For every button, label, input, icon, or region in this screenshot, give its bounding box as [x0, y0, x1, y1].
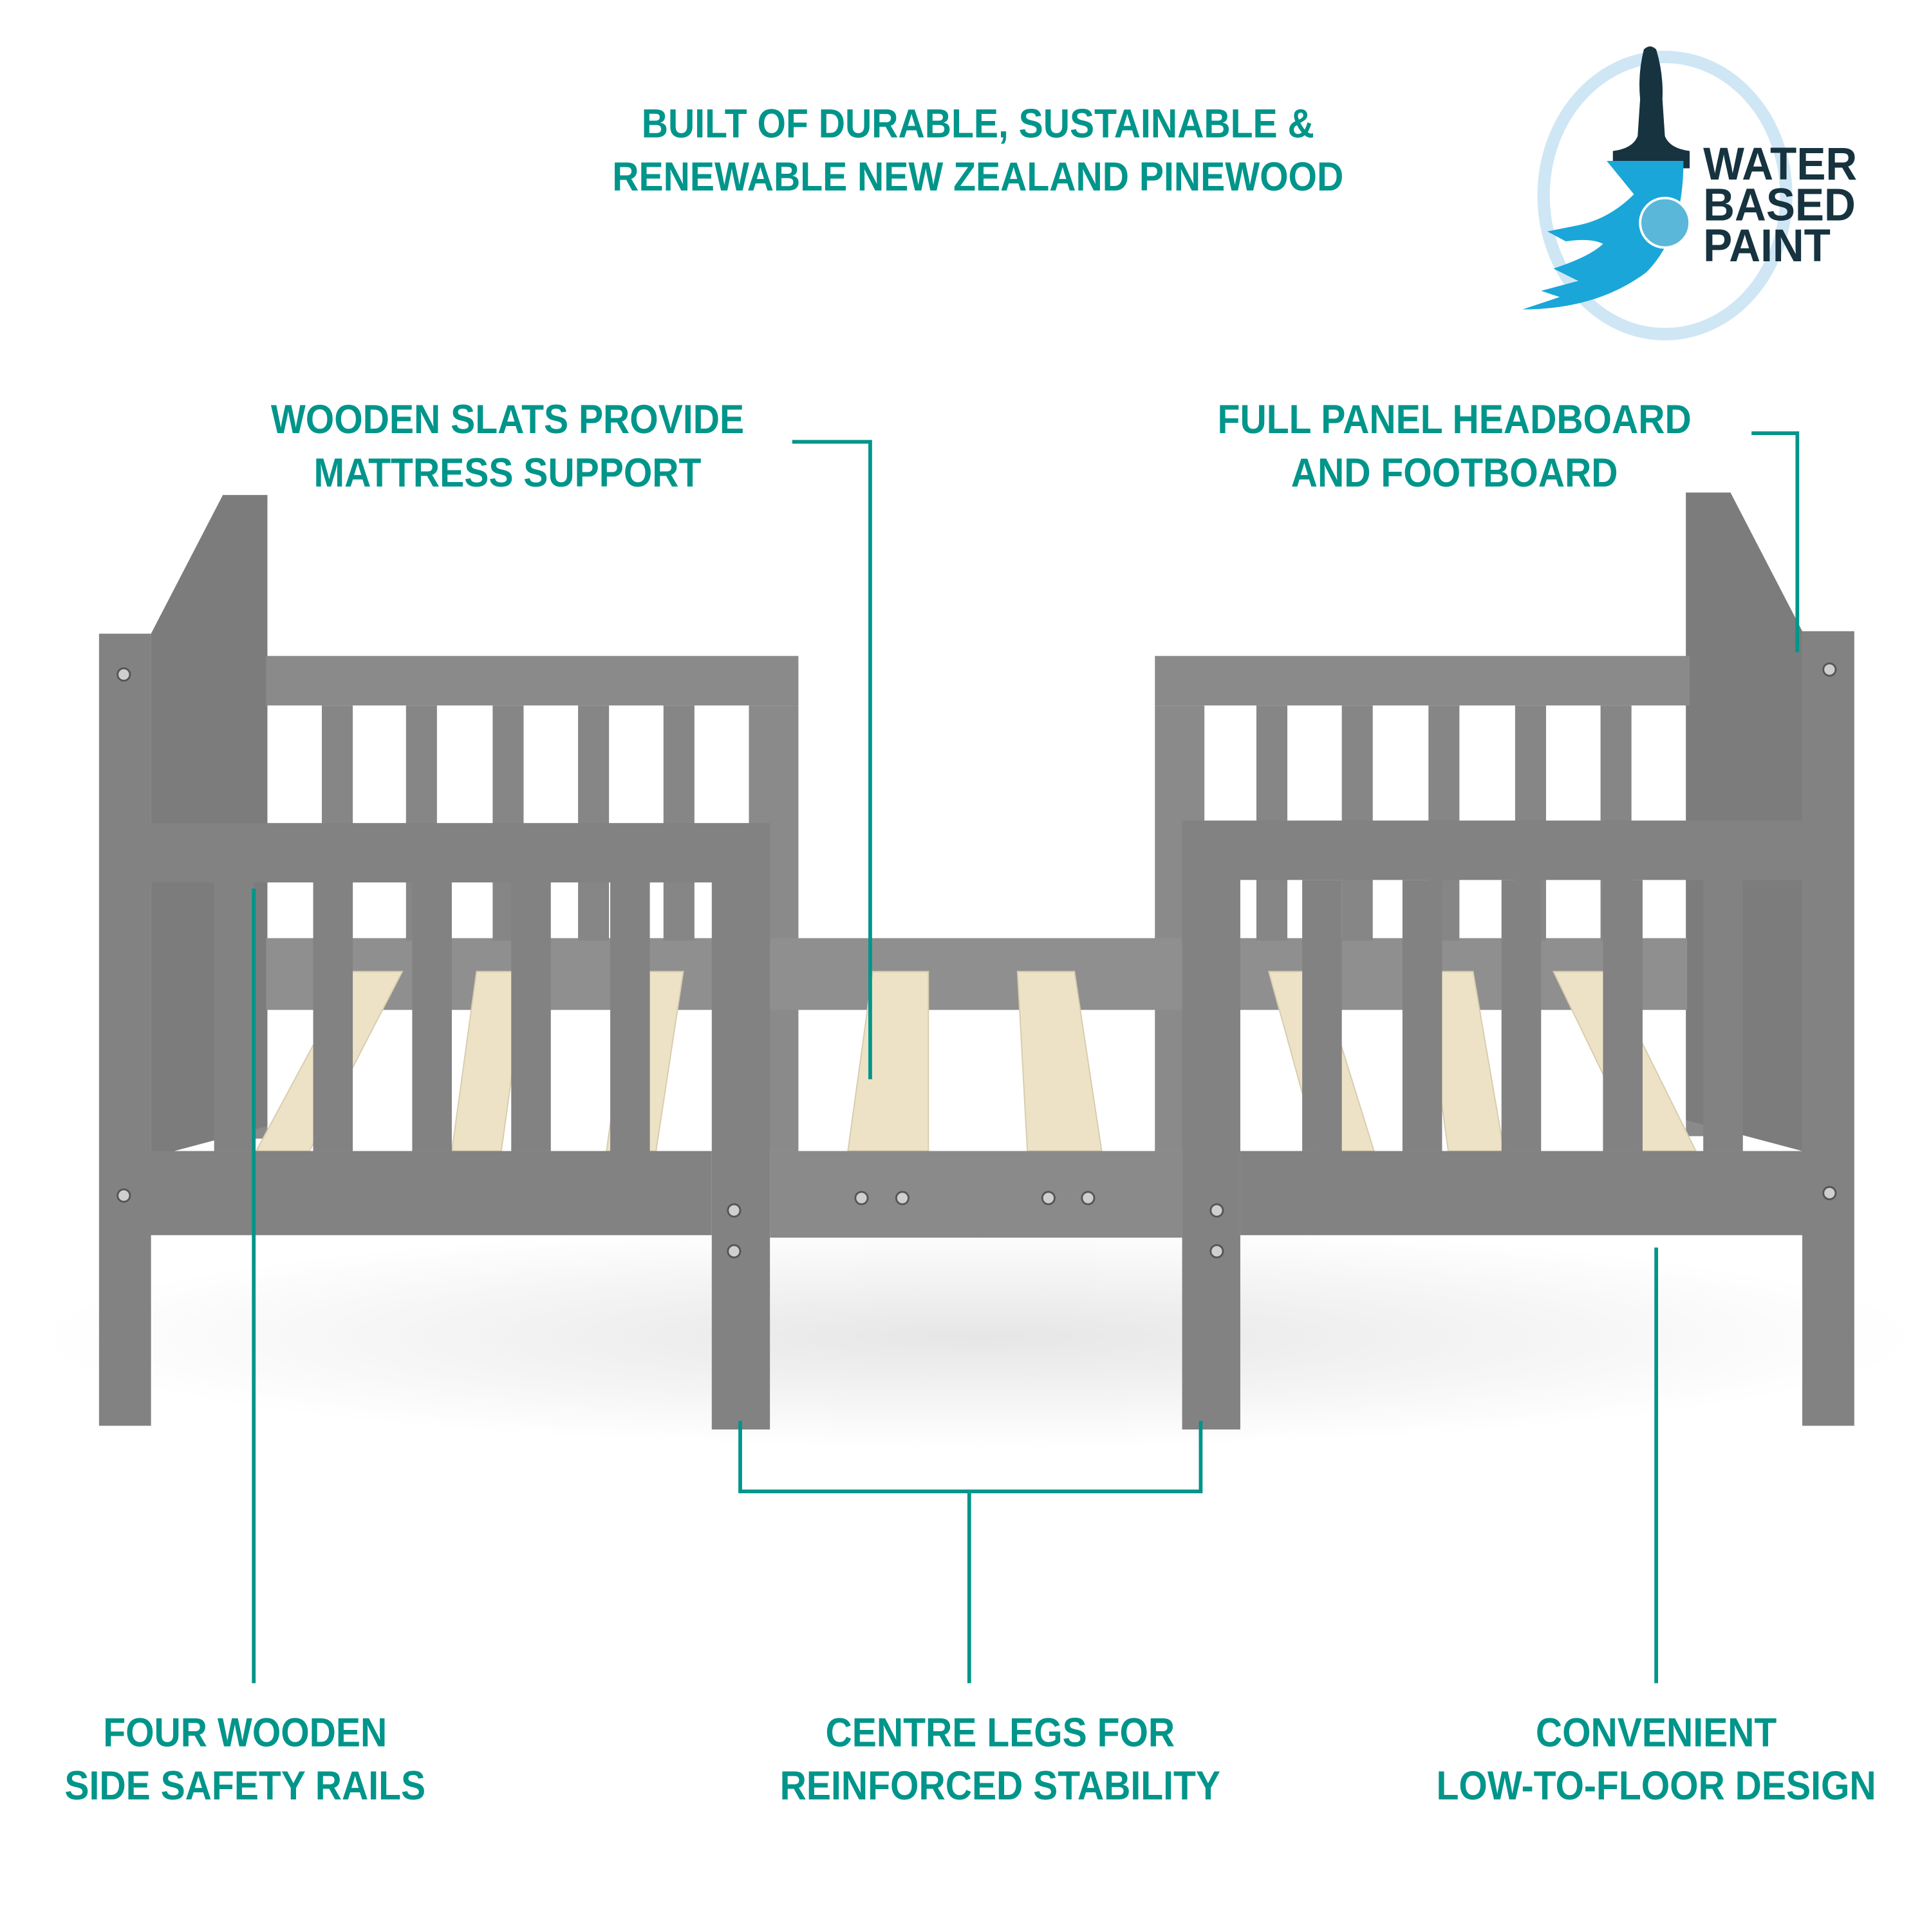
headline-line: RENEWABLE NEW ZEALAND PINEWOOD	[612, 153, 1344, 200]
callout-line: LOW-TO-FLOOR DESIGN	[1436, 1762, 1876, 1808]
callout-line: MATTRESS SUPPORT	[313, 449, 702, 496]
badge-line: WATER	[1703, 138, 1858, 190]
water-based-paint-logo	[1522, 46, 1793, 340]
front-frame	[98, 631, 1854, 1430]
callout-line: FOUR WOODEN	[103, 1709, 387, 1755]
badge-line: BASED	[1703, 179, 1856, 230]
headline-line: BUILT OF DURABLE, SUSTAINABLE &	[641, 100, 1314, 146]
callout-line: FULL PANEL HEADBOARD	[1217, 396, 1692, 442]
callout-line: AND FOOTBOARD	[1291, 449, 1618, 496]
callout-slats: WOODEN SLATS PROVIDE MATTRESS SUPPORT	[229, 393, 786, 499]
callout-line: SIDE SAFETY RAILS	[64, 1762, 426, 1808]
callout-line: WOODEN SLATS PROVIDE	[270, 396, 745, 442]
callout-rails: FOUR WOODEN SIDE SAFETY RAILS	[24, 1705, 465, 1812]
water-based-paint-label: WATER BASED PAINT	[1703, 138, 1858, 272]
callout-line: CONVENIENT	[1535, 1709, 1777, 1755]
leader-lines	[252, 431, 1800, 1684]
slats-leader	[792, 440, 872, 1079]
callout-floor: CONVENIENT LOW-TO-FLOOR DESIGN	[1402, 1705, 1910, 1812]
headline: BUILT OF DURABLE, SUSTAINABLE & RENEWABL…	[566, 97, 1390, 203]
headboard-leader	[1751, 431, 1800, 653]
callout-legs: CENTRE LEGS FOR REINFORCED STABILITY	[722, 1705, 1278, 1812]
bolts	[117, 662, 1837, 1259]
callout-line: REINFORCED STABILITY	[779, 1762, 1221, 1808]
floor-shadow	[37, 1225, 1919, 1449]
callout-line: CENTRE LEGS FOR	[825, 1709, 1175, 1755]
callout-headboard: FULL PANEL HEADBOARD AND FOOTBOARD	[1176, 393, 1733, 499]
badge-line: PAINT	[1703, 220, 1831, 272]
